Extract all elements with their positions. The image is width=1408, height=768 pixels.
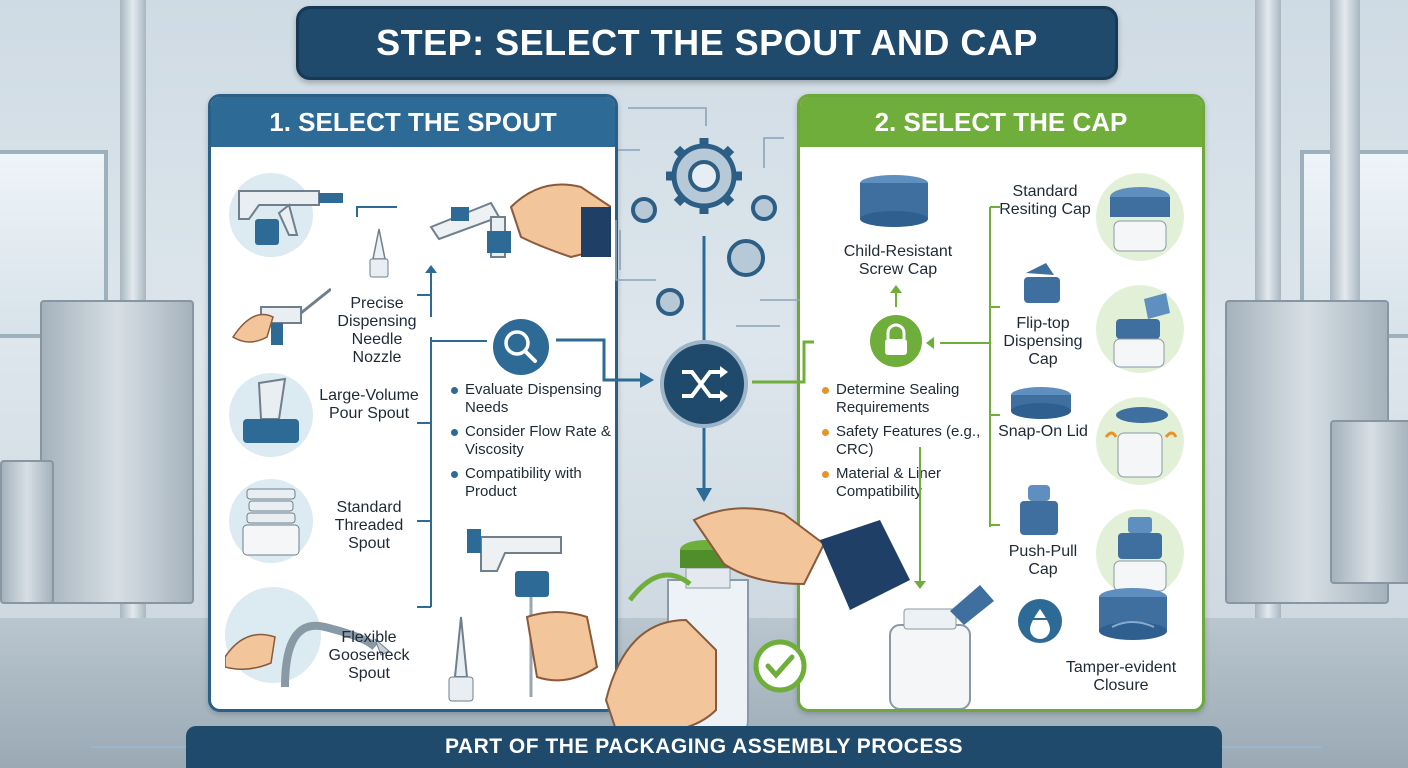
threaded-spout-icon xyxy=(229,479,313,563)
spout-criteria-list: Evaluate Dispensing Needs Consider Flow … xyxy=(451,381,611,507)
spout-panel-heading: 1. SELECT THE SPOUT xyxy=(269,106,557,137)
small-gear-icon xyxy=(631,195,777,316)
child-resistant-cap-icon xyxy=(856,173,932,229)
check-icon xyxy=(753,639,807,693)
cap-criteria-list: Determine Sealing Requirements Safety Fe… xyxy=(822,381,992,507)
pour-spout-icon xyxy=(229,373,313,457)
needle-nozzle-icon xyxy=(231,277,332,357)
footer-rule-right xyxy=(1222,746,1322,748)
cap-criterion: Material & Liner Compatibility xyxy=(822,465,992,501)
spout-connector-lines xyxy=(356,206,487,608)
screw-cap-icon xyxy=(1096,173,1184,261)
snap-on-small-icon xyxy=(1008,385,1074,423)
spout-option-gooseneck[interactable]: Flexible Gooseneck Spout xyxy=(328,629,410,682)
hand-holding-sprayer-icon xyxy=(411,167,612,307)
evaluate-search-icon xyxy=(493,319,549,375)
nozzle-tip-icon xyxy=(359,225,399,285)
flip-top-small-icon xyxy=(1018,259,1068,309)
spout-criterion: Evaluate Dispensing Needs xyxy=(451,381,611,417)
spout-panel: 1. SELECT THE SPOUT Precise Dispensing N… xyxy=(208,94,618,712)
page-title: STEP: SELECT THE SPOUT AND CAP xyxy=(376,22,1038,63)
cap-option-push-pull[interactable]: Push-Pull Cap xyxy=(1008,543,1078,578)
cap-panel-header: 2. SELECT THE CAP xyxy=(800,97,1202,147)
cap-panel-heading: 2. SELECT THE CAP xyxy=(874,106,1128,137)
tamper-evident-icon xyxy=(1092,585,1174,651)
bottle-capping-illustration xyxy=(604,507,910,737)
featured-cap-label: Child-Resistant Screw Cap xyxy=(843,243,953,278)
cap-criterion: Safety Features (e.g., CRC) xyxy=(822,423,992,459)
cap-option-standard[interactable]: Standard Resiting Cap xyxy=(999,183,1091,218)
footer-banner: PART OF THE PACKAGING ASSEMBLY PROCESS xyxy=(186,726,1222,768)
lock-icon xyxy=(870,315,922,367)
cap-option-flip-top[interactable]: Flip-top Dispensing Cap xyxy=(1003,315,1083,368)
spout-panel-header: 1. SELECT THE SPOUT xyxy=(211,97,615,147)
footer-text: PART OF THE PACKAGING ASSEMBLY PROCESS xyxy=(444,735,963,758)
cap-connector-lines xyxy=(890,206,1058,624)
title-banner: STEP: SELECT THE SPOUT AND CAP xyxy=(296,6,1118,80)
footer-rule-left xyxy=(90,746,186,748)
cap-option-tamper-evident[interactable]: Tamper-evident Closure xyxy=(1065,659,1177,694)
spout-criterion: Consider Flow Rate & Viscosity xyxy=(451,423,611,459)
spout-option-threaded[interactable]: Standard Threaded Spout xyxy=(334,499,404,552)
push-pull-small-icon xyxy=(1016,483,1062,539)
gooseneck-spout-icon xyxy=(224,587,390,688)
shuffle-icon xyxy=(660,340,748,428)
spout-option-pour[interactable]: Large-Volume Pour Spout xyxy=(319,387,419,422)
snap-on-lid-icon xyxy=(1096,397,1184,485)
flip-top-cap-icon xyxy=(1096,285,1184,373)
cap-criterion: Determine Sealing Requirements xyxy=(822,381,992,417)
cap-option-snap-on[interactable]: Snap-On Lid xyxy=(998,423,1088,440)
large-gear-icon xyxy=(666,138,742,214)
spout-criterion: Compatibility with Product xyxy=(451,465,611,501)
bottle-with-cap-illustration xyxy=(880,585,1000,709)
trigger-sprayer-icon xyxy=(229,173,343,257)
cap-panel: 2. SELECT THE CAP Child-Resistant Screw … xyxy=(797,94,1205,712)
sprayer-and-nozzle-illustration xyxy=(431,517,611,707)
spout-option-needle[interactable]: Precise Dispensing Needle Nozzle xyxy=(337,295,417,366)
push-pull-cap-icon xyxy=(1096,509,1184,597)
